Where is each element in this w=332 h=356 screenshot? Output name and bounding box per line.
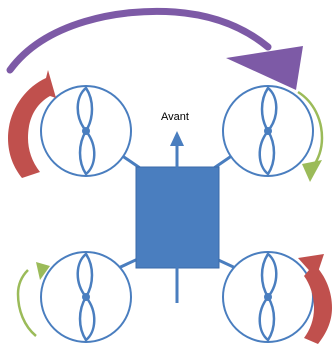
propeller-icon — [258, 86, 278, 176]
propeller-icon — [258, 252, 278, 342]
forward-arrow-icon — [170, 131, 184, 303]
rotor-rear-right — [222, 251, 314, 343]
propeller-icon — [76, 252, 96, 342]
rotor-rear-left — [40, 251, 132, 343]
propeller-icon — [76, 86, 96, 176]
rotor-front-right — [222, 85, 314, 177]
rotor-front-left — [40, 85, 132, 177]
green-arrow-icon — [16, 262, 50, 337]
front-label: Avant — [161, 111, 189, 123]
red-arrow-icon — [8, 70, 56, 178]
purple-curved-arrow-icon — [6, 7, 303, 90]
red-arrow-icon — [298, 254, 332, 344]
green-arrow-icon — [297, 90, 324, 182]
